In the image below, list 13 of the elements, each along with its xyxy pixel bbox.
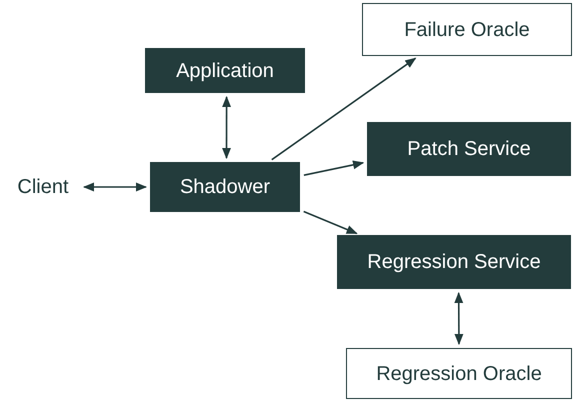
arrow <box>304 160 364 176</box>
arrow <box>303 210 358 234</box>
oracle-box: Failure Oracle <box>362 3 572 56</box>
service-box: Shadower <box>150 162 300 212</box>
service-box: Patch Service <box>367 122 571 176</box>
arrow <box>222 96 232 160</box>
arrow <box>82 182 148 192</box>
service-box: Regression Service <box>337 235 571 289</box>
oracle-box: Regression Oracle <box>346 348 572 399</box>
service-box: Application <box>145 48 305 93</box>
arrow <box>454 292 464 346</box>
arrow <box>271 58 416 160</box>
client-label: Client <box>6 172 80 202</box>
